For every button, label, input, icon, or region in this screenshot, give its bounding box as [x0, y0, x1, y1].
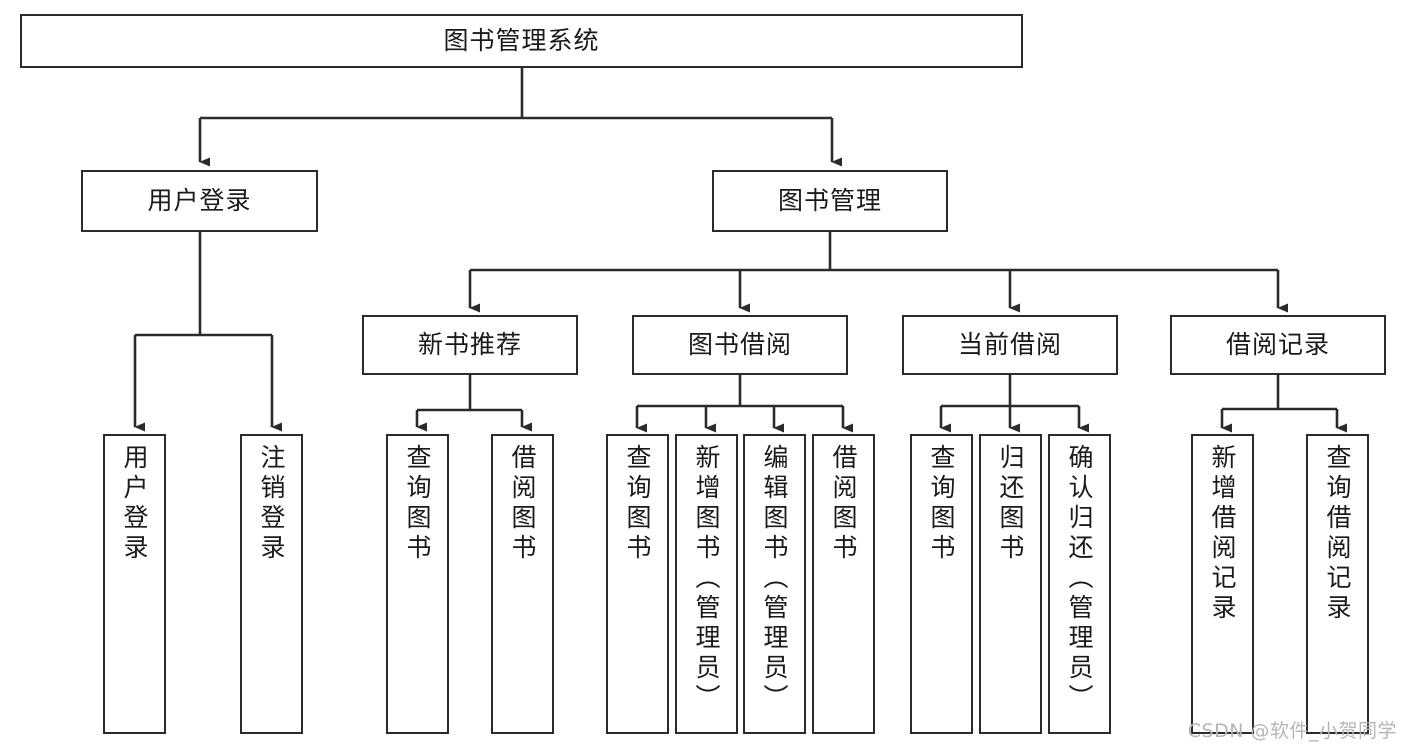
- leaf-add-book-admin[interactable]: 新增图书（管理员）: [675, 434, 738, 734]
- leaf-borrow-book-2-label: 借阅图书: [829, 444, 858, 564]
- leaf-user-login[interactable]: 用户登录: [103, 434, 166, 734]
- leaf-user-logout-label: 注销登录: [257, 444, 286, 564]
- leaf-query-book-3[interactable]: 查询图书: [910, 434, 973, 734]
- node-root-label: 图书管理系统: [443, 26, 600, 56]
- node-book-mgmt-label: 图书管理: [777, 186, 882, 216]
- leaf-add-book-admin-label: 新增图书（管理员）: [692, 444, 721, 714]
- node-book-borrow[interactable]: 图书借阅: [632, 315, 848, 375]
- node-current-borrow-label: 当前借阅: [957, 330, 1062, 360]
- leaf-edit-book-admin-label: 编辑图书（管理员）: [760, 444, 789, 714]
- leaf-query-borrow-record-label: 查询借阅记录: [1323, 444, 1352, 624]
- node-root[interactable]: 图书管理系统: [20, 14, 1023, 68]
- leaf-user-login-label: 用户登录: [120, 444, 149, 564]
- node-book-borrow-label: 图书借阅: [687, 330, 792, 360]
- leaf-edit-book-admin[interactable]: 编辑图书（管理员）: [743, 434, 806, 734]
- node-current-borrow[interactable]: 当前借阅: [902, 315, 1118, 375]
- leaf-add-borrow-record-label: 新增借阅记录: [1208, 444, 1237, 624]
- leaf-confirm-return-admin-label: 确认归还（管理员）: [1065, 444, 1094, 714]
- node-borrow-record[interactable]: 借阅记录: [1170, 315, 1386, 375]
- leaf-borrow-book-2[interactable]: 借阅图书: [812, 434, 875, 734]
- leaf-add-borrow-record[interactable]: 新增借阅记录: [1191, 434, 1254, 734]
- leaf-query-borrow-record[interactable]: 查询借阅记录: [1306, 434, 1369, 734]
- leaf-return-book[interactable]: 归还图书: [979, 434, 1042, 734]
- leaf-query-book-2-label: 查询图书: [623, 444, 652, 564]
- leaf-borrow-book-1-label: 借阅图书: [508, 444, 537, 564]
- watermark: CSDN @软件_小贺同学: [1187, 720, 1397, 742]
- node-new-book-rec[interactable]: 新书推荐: [362, 315, 578, 375]
- leaf-return-book-label: 归还图书: [996, 444, 1025, 564]
- leaf-confirm-return-admin[interactable]: 确认归还（管理员）: [1048, 434, 1111, 734]
- leaf-borrow-book-1[interactable]: 借阅图书: [491, 434, 554, 734]
- node-user-login[interactable]: 用户登录: [81, 170, 318, 232]
- node-user-login-label: 用户登录: [147, 186, 252, 216]
- leaf-query-book-3-label: 查询图书: [927, 444, 956, 564]
- node-book-mgmt[interactable]: 图书管理: [712, 170, 948, 232]
- node-borrow-record-label: 借阅记录: [1225, 330, 1330, 360]
- leaf-user-logout[interactable]: 注销登录: [240, 434, 303, 734]
- leaf-query-book-1-label: 查询图书: [403, 444, 432, 564]
- leaf-query-book-2[interactable]: 查询图书: [606, 434, 669, 734]
- node-new-book-rec-label: 新书推荐: [417, 330, 522, 360]
- leaf-query-book-1[interactable]: 查询图书: [386, 434, 449, 734]
